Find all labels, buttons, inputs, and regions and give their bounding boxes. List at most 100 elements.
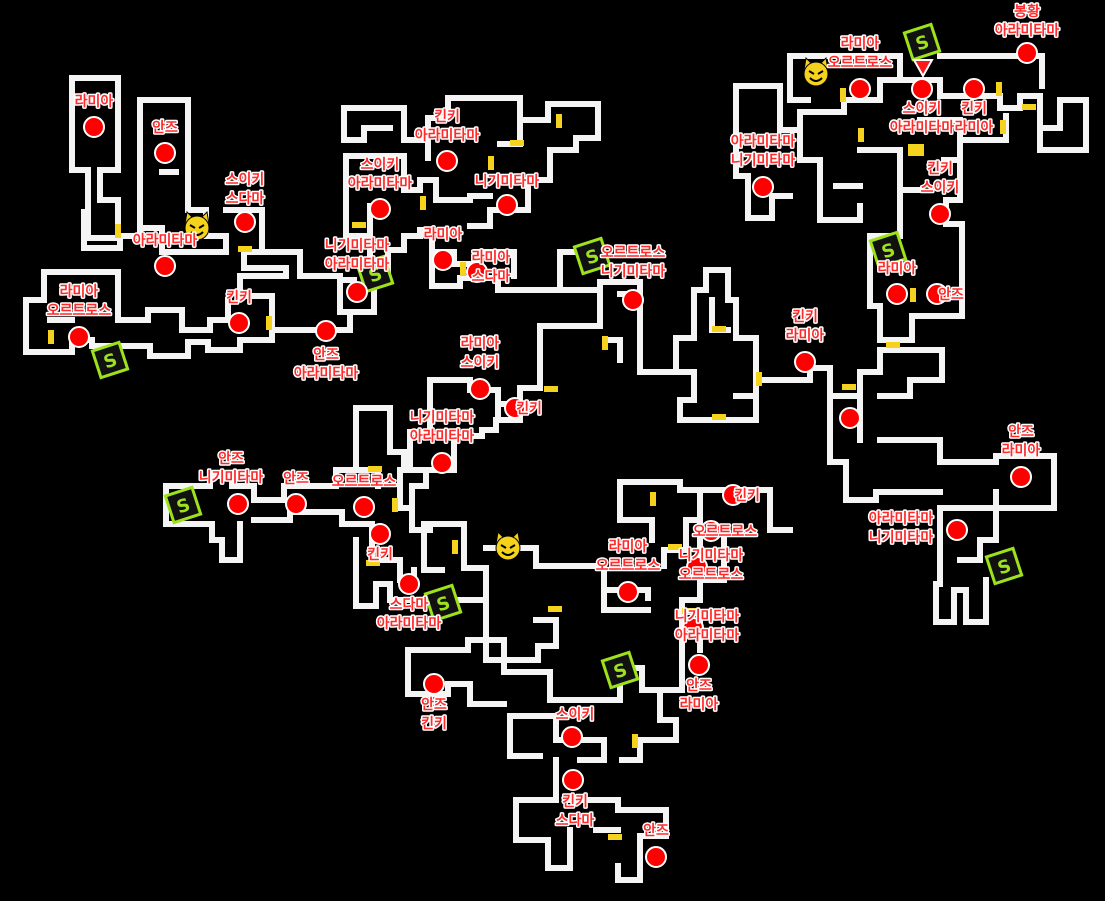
marker-label: 스이키 xyxy=(361,156,400,173)
cat-icons xyxy=(184,56,829,561)
save-point-icon: S xyxy=(355,254,395,294)
enemy-markers: 라미아안즈스이키스다마아라미타마라미아오르트로스킨키킨키아라미타마스이키아라미타… xyxy=(45,2,1061,868)
marker-label: 아라미타마 xyxy=(869,510,934,527)
save-points: S S S S S S S S S xyxy=(90,22,1024,690)
marker-label: 스이키 xyxy=(921,179,960,196)
marker-label: 라미아 xyxy=(472,249,511,266)
marker-label: 니기미타마 xyxy=(199,470,264,486)
save-point-icon: S xyxy=(868,230,908,270)
marker-label: 안즈 xyxy=(1008,423,1034,440)
marker-label: 라미아 xyxy=(75,93,114,110)
marker-dot xyxy=(154,142,176,164)
enemy-marker: 안즈 xyxy=(926,283,965,305)
marker-label: 오르트로스 xyxy=(332,474,397,490)
marker-dot xyxy=(346,281,368,303)
red-triangle-icon xyxy=(912,59,934,79)
marker-label: 스다마 xyxy=(226,191,265,207)
marker-label: 안즈 xyxy=(152,119,178,136)
marker-dot xyxy=(561,726,583,748)
marker-label: 아라미타마 xyxy=(348,175,413,192)
svg-text:S: S xyxy=(611,659,630,683)
marker-label: 킨키 xyxy=(367,546,393,563)
marker-label: 스이키 xyxy=(903,100,942,117)
marker-dot xyxy=(752,176,774,198)
marker-dot xyxy=(562,769,584,791)
enemy-marker: 스이키 xyxy=(554,705,596,748)
marker-label: 니기미타마 xyxy=(410,410,475,426)
marker-label: 오르트로스 xyxy=(693,524,758,540)
marker-label: 스이키 xyxy=(461,354,500,371)
marker-label: 킨키 xyxy=(516,400,542,417)
enemy-marker: 라미아 xyxy=(876,259,918,305)
marker-label: 니기미타마 xyxy=(601,264,666,280)
svg-text:S: S xyxy=(434,592,453,616)
marker-label: 안즈 xyxy=(283,470,309,487)
enemy-marker: 안즈 xyxy=(151,118,179,164)
marker-label: 니기미타마 xyxy=(325,238,390,254)
save-point-icon: S xyxy=(423,583,463,623)
enemy-marker: 오르트로스 xyxy=(330,473,398,518)
svg-text:S: S xyxy=(583,245,602,269)
marker-label: 니기미타마 xyxy=(731,153,796,169)
marker-label: 아라미타마 xyxy=(410,428,475,445)
marker-dot xyxy=(496,194,518,216)
marker-dot xyxy=(686,556,708,578)
svg-text:S: S xyxy=(174,494,193,518)
enemy-marker: 킨키 xyxy=(504,397,543,419)
marker-label: 스이키 xyxy=(226,171,265,188)
marker-dot xyxy=(315,320,337,342)
marker-dot xyxy=(423,673,445,695)
enemy-marker: 니기미타마 xyxy=(473,173,541,216)
marker-label: 라미아 xyxy=(424,226,463,243)
marker-label: 안즈 xyxy=(938,286,964,303)
marker-label: 라미아 xyxy=(955,119,994,136)
svg-text:S: S xyxy=(101,349,120,373)
marker-label: 킨키 xyxy=(792,308,818,325)
save-point-icon: S xyxy=(600,650,640,690)
marker-label: 오르트로스 xyxy=(601,245,666,261)
save-point-icon: S xyxy=(163,485,203,525)
marker-dot xyxy=(622,289,644,311)
cat-face-icon xyxy=(803,56,829,87)
marker-label: 안즈 xyxy=(643,822,669,839)
marker-label: 킨키 xyxy=(961,100,987,117)
marker-dot xyxy=(722,484,744,506)
marker-dot xyxy=(617,581,639,603)
marker-label: 아라미타마 xyxy=(415,127,480,144)
svg-text:S: S xyxy=(913,31,932,55)
marker-label: 스다마 xyxy=(556,813,595,829)
marker-label: 아라미타마 xyxy=(731,133,796,150)
marker-dot xyxy=(228,312,250,334)
marker-dot xyxy=(682,617,704,639)
enemy-marker: 라미아 xyxy=(422,225,464,271)
marker-label: 라미아 xyxy=(680,696,719,713)
enemy-marker: 안즈 xyxy=(282,469,310,515)
save-point-icon: S xyxy=(984,546,1024,586)
svg-text:S: S xyxy=(366,263,385,287)
enemy-marker: 아라미타마 xyxy=(131,231,199,277)
marker-label: 라미아 xyxy=(786,327,825,344)
marker-dot xyxy=(285,493,307,515)
svg-text:S: S xyxy=(995,555,1014,579)
marker-dot xyxy=(227,493,249,515)
marker-dot xyxy=(700,520,722,542)
marker-label: 아라미타마 xyxy=(890,119,955,136)
marker-dot xyxy=(353,496,375,518)
